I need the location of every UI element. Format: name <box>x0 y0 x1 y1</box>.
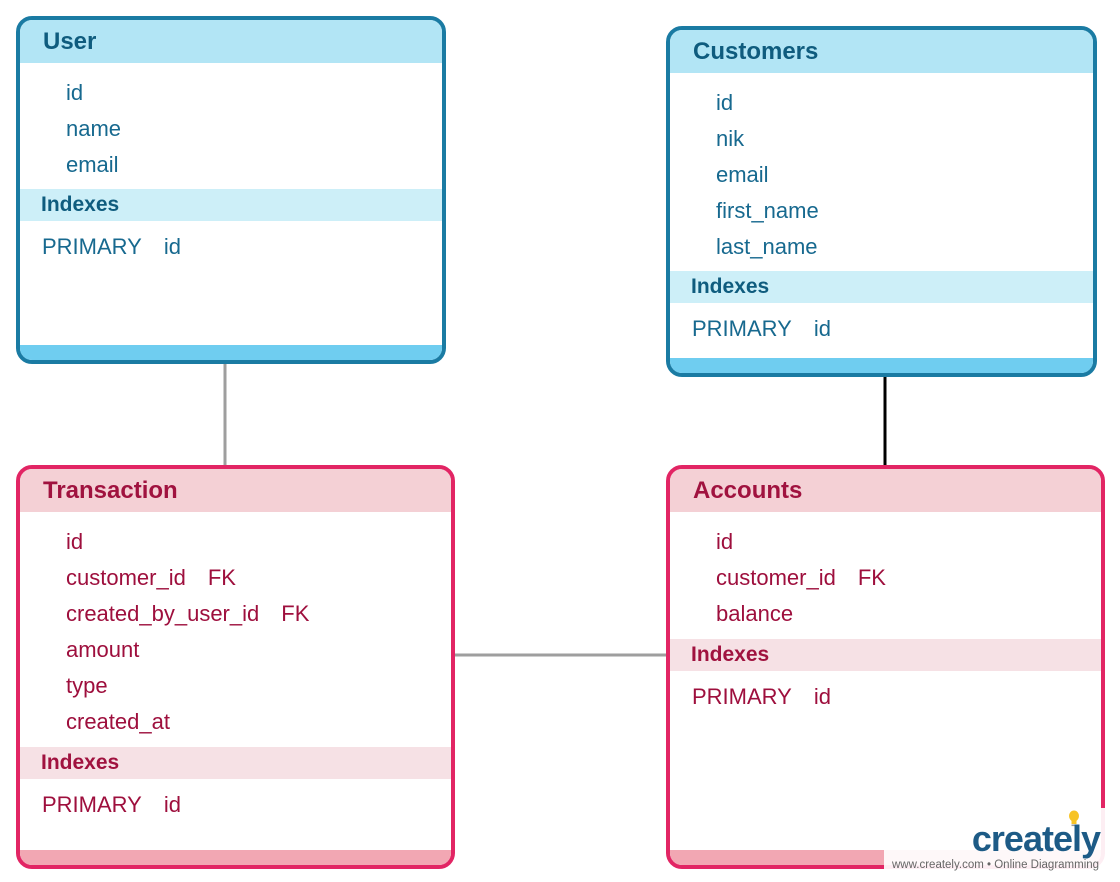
indexes-header: Indexes <box>20 189 442 221</box>
field-name: type <box>66 673 108 698</box>
field-row: amount <box>20 632 451 668</box>
fk-tag: FK <box>207 565 236 590</box>
index-row: PRIMARY id <box>692 313 831 345</box>
field-list: id nik email first_name last_name <box>670 85 1093 265</box>
index-column: id <box>813 684 831 709</box>
creately-watermark[interactable]: creately www.creately.com • Online Diagr… <box>884 808 1114 878</box>
table-title: User <box>20 20 442 63</box>
field-row: name <box>66 116 122 141</box>
field-name: customer_id <box>716 565 836 590</box>
index-name: PRIMARY <box>42 234 142 259</box>
field-row: email <box>716 162 769 187</box>
index-name: PRIMARY <box>692 316 792 341</box>
field-row: id <box>66 80 84 105</box>
field-row: customer_id FK <box>670 560 1101 596</box>
field-name: balance <box>716 601 794 626</box>
index-name: PRIMARY <box>42 792 142 817</box>
field-row: created_at <box>20 704 451 740</box>
indexes-header: Indexes <box>20 747 451 779</box>
table-footer <box>670 358 1093 373</box>
field-name: id <box>66 529 84 554</box>
table-title: Customers <box>670 30 1093 73</box>
field-list: id name email <box>20 75 442 183</box>
watermark-tagline: www.creately.com • Online Diagramming <box>892 859 1100 871</box>
field-name: created_at <box>66 709 170 734</box>
field-row: first_name <box>716 198 819 223</box>
field-name: amount <box>66 637 140 662</box>
accounts-table[interactable]: Accounts id customer_id FK balance Indexe… <box>666 465 1105 869</box>
field-row: type <box>20 668 451 704</box>
field-row: customer_id FK <box>20 560 451 596</box>
field-row: created_by_user_id FK <box>20 596 451 632</box>
table-title: Transaction <box>20 469 451 512</box>
index-row: PRIMARY id <box>42 231 181 263</box>
index-column: id <box>813 316 831 341</box>
field-row: id <box>716 90 734 115</box>
fk-tag: FK <box>281 601 310 626</box>
index-column: id <box>163 792 181 817</box>
index-name: PRIMARY <box>692 684 792 709</box>
field-row: last_name <box>716 234 818 259</box>
table-footer <box>20 345 442 360</box>
table-footer <box>20 850 451 865</box>
field-name: id <box>716 529 734 554</box>
user-table[interactable]: User id name email Indexes PRIMARY id <box>16 16 446 364</box>
index-row: PRIMARY id <box>692 681 831 713</box>
field-row: nik <box>716 126 745 151</box>
indexes-header: Indexes <box>670 271 1093 303</box>
table-title: Accounts <box>670 469 1101 512</box>
customers-table[interactable]: Customers id nik email first_name last_n… <box>666 26 1097 377</box>
field-row: id <box>670 524 1101 560</box>
field-name: created_by_user_id <box>66 601 260 626</box>
creately-logo: creately <box>971 818 1101 859</box>
field-list: id customer_id FK balance <box>670 524 1101 632</box>
field-row: id <box>20 524 451 560</box>
fk-tag: FK <box>857 565 886 590</box>
field-name: customer_id <box>66 565 186 590</box>
field-row: balance <box>670 596 1101 632</box>
index-row: PRIMARY id <box>42 789 181 821</box>
field-row: email <box>66 152 119 177</box>
indexes-header: Indexes <box>670 639 1101 671</box>
lightbulb-icon <box>1069 810 1079 827</box>
index-column: id <box>163 234 181 259</box>
